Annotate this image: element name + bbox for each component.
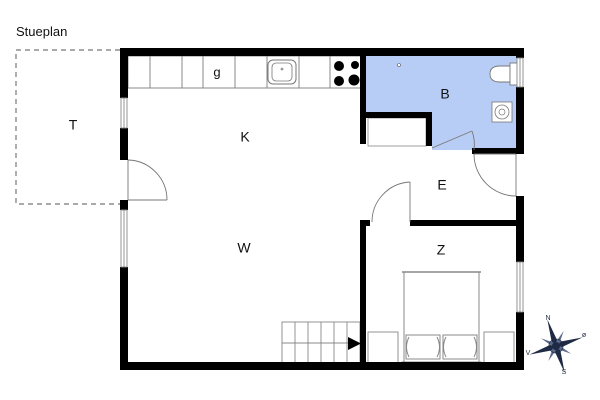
nightstands [367, 331, 515, 365]
room-label-entry: E [437, 177, 446, 193]
room-label-living: W [237, 240, 251, 256]
walls [120, 48, 524, 370]
room-label-terrace: T [69, 117, 78, 133]
room-label-bathroom: B [440, 86, 449, 102]
cupboard [367, 117, 427, 147]
plan-title: Stueplan [16, 24, 68, 39]
windows [120, 57, 524, 313]
room-label-bedroom: Z [437, 242, 446, 258]
compass-west-label: V [526, 350, 531, 357]
doors [127, 130, 517, 223]
kitchen-counter-marker: g [213, 64, 220, 79]
terrace-outline [15, 49, 120, 205]
stove-icon [334, 61, 360, 86]
bed [401, 271, 482, 366]
compass-south-label: S [562, 369, 567, 376]
compass-rose-icon [529, 319, 583, 373]
floor-drain-icon [397, 63, 401, 67]
room-label-kitchen: K [240, 129, 250, 145]
kitchen-counter [127, 55, 363, 89]
compass-east-label: ø [582, 332, 587, 339]
sink-icon [267, 59, 297, 85]
stair-direction-arrow-icon [348, 337, 361, 350]
bathroom-area [366, 55, 518, 150]
compass-north-label: N [545, 315, 550, 322]
washbasin-icon [491, 101, 513, 123]
